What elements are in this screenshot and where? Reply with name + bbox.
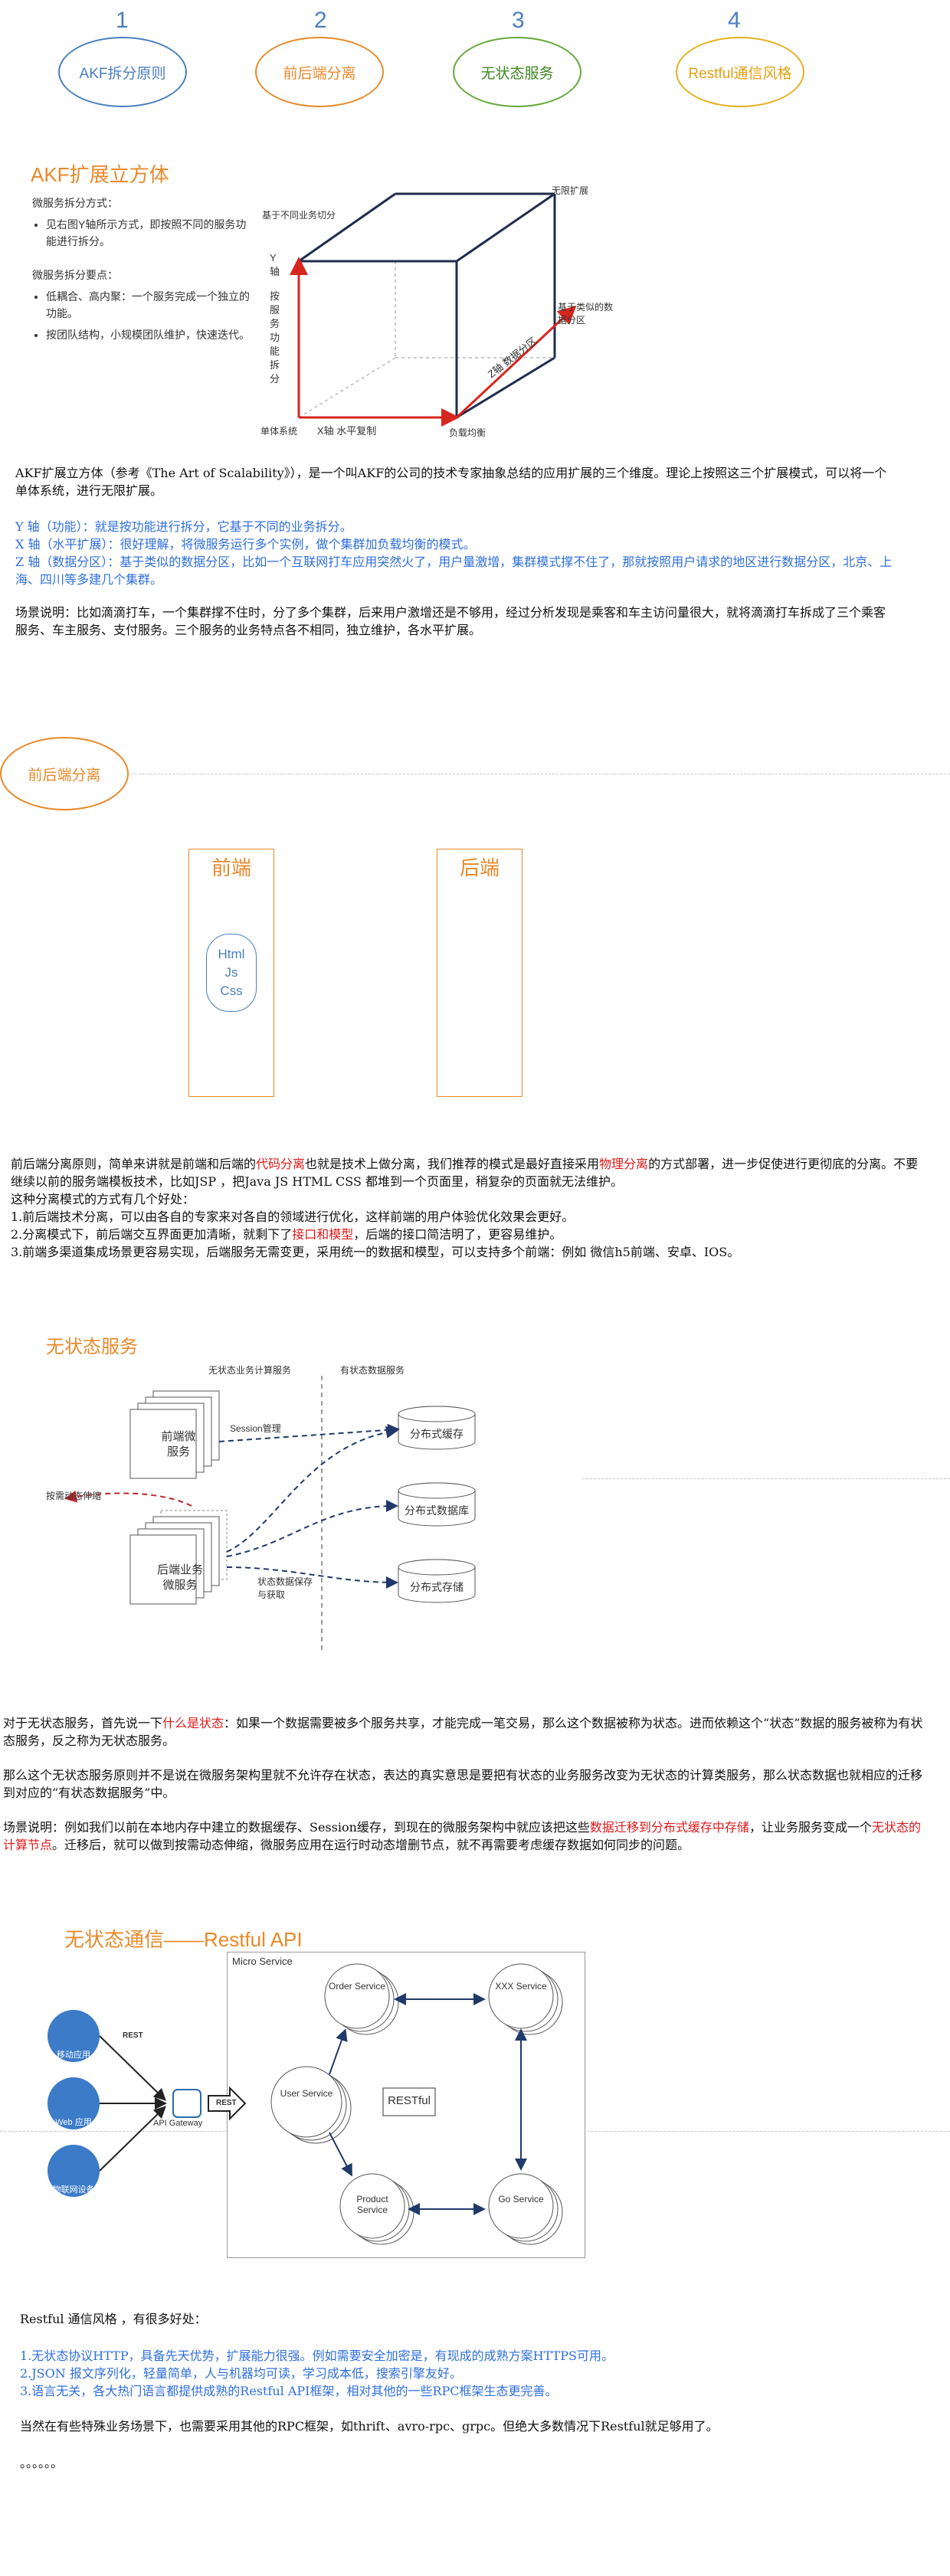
ellipsis: 。。。。。。 [20,2456,64,2470]
cube-origin-label: 单体系统 [260,426,298,437]
restful-title: 无状态通信——Restful API [64,1928,303,1951]
client-iot: 物联网设备 [52,2185,95,2195]
dist-cache-label: 分布式缓存 [410,1428,464,1440]
dist-storage-label: 分布式存储 [410,1581,464,1593]
stateless-col-right: 有状态数据服务 [340,1365,405,1376]
go-service-label: Go Service [498,2194,544,2204]
nav-num-2: 2 [314,8,327,33]
tech-js: Js [224,965,238,980]
frontend-tech-stack: Html Js Css [206,934,257,1012]
stateless-title: 无状态服务 [46,1337,138,1357]
akf-x-axis-text: X 轴（水平扩展）：很好理解，将微服务运行多个实例，做个集群加负载均衡的模式。 [15,537,476,552]
fe-paragraph-1: 前后端分离原则，简单来讲就是前端和后端的代码分离也就是技术上做分离，我们推荐的模… [11,1157,919,1189]
state-data-label: 状态数据保存与获取 [257,1576,313,1600]
akf-intro: AKF扩展立方体（参考《The Art of Scalability》），是一个… [15,466,887,498]
rest-label-1: REST [123,2031,143,2040]
cube-top-right-label: 无限扩展 [552,185,589,196]
cube-top-left-label: 基于不同业务切分 [262,210,336,221]
akf-z-axis-text: Z 轴（数据分区）：基于类似的数据分区，比如一个互联网打车应用突然火了，用户量激… [15,555,893,587]
frontend-title: 前端 [211,856,251,879]
session-mgmt-label: Session管理 [230,1423,281,1434]
akf-scene-text: 场景说明：比如滴滴打车，一个集群撑不住时，分了多个集群，后来用户激增还是不够用，… [15,605,886,637]
nav-item-restful[interactable]: Restful通信风格 [676,37,804,107]
api-gateway-label: API Gateway [153,2119,203,2128]
restful-benefit-1: 1.无状态协议HTTP，具备先天优势，扩展能力很强。例如需要安全加密是，有现成的… [20,2349,614,2363]
nav-item-akf[interactable]: AKF拆分原则 [58,37,187,107]
restful-benefit-2: 2.JSON 报文序列化，轻量简单，人与机器均可读，学习成本低，搜索引擎友好。 [20,2366,462,2381]
scale-label: 按需动态伸缩 [46,1491,102,1501]
stateless-col-left: 无状态业务计算服务 [208,1365,292,1376]
stateless-paragraph-2: 那么这个无状态服务原则并不是说在微服务架构里就不允许存在状态，表达的真实意思是要… [3,1768,923,1800]
split-points-label: 微服务拆分要点： [32,269,118,281]
split-point: 低耦合、高内聚：一个服务完成一个独立的功能。 [46,288,254,322]
backend-box: 后端 [437,849,522,1097]
restful-label: RESTful [388,2094,431,2107]
fe-benefit-3: 3.前端多渠道集成场景更容易实现，后端服务无需变更，采用统一的数据和模型，可以支… [11,1245,740,1259]
back-microservice-label: 后端业务微服务 [156,1563,203,1592]
micro-service-label: Micro Service [232,1956,293,1967]
stateless-paragraph-1: 对于无状态服务，首先说一下什么是状态：如果一个数据需要被多个服务共享，才能完成一… [3,1716,923,1748]
cube-right-label: 基于类似的数据分区 [558,302,614,326]
frontend-backend-oval: 前后端分离 [0,737,129,810]
nav-num-1: 1 [116,8,129,33]
tech-html: Html [218,947,245,961]
restful-diagram [48,1963,563,2245]
nav-num-3: 3 [512,8,525,33]
akf-title: AKF扩展立方体 [31,163,169,186]
dist-db-label: 分布式数据库 [405,1504,469,1517]
x-axis-end-label: 负载均衡 [449,427,486,438]
x-axis-label: X轴 水平复制 [317,425,377,437]
order-service-label: Order Service [328,1981,386,1992]
user-service-label: User Service [280,2088,333,2099]
fe-benefit-2: 2.分离模式下，前后端交互界面更加清晰，就剩下了接口和模型，后端的接口简洁明了，… [11,1227,562,1242]
stateless-paragraph-3: 场景说明：例如我们以前在本地内存中建立的数据缓存、Session缓存，到现在的微… [3,1820,921,1852]
product-service-label: Product Service [356,2194,388,2215]
nav-item-stateless[interactable]: 无状态服务 [453,37,581,107]
nav-item-frontend-backend[interactable]: 前后端分离 [255,37,384,107]
client-web: Web 应用 [55,2118,92,2127]
restful-intro: Restful 通信风格 ，有很多好处： [20,2312,207,2326]
client-mobile: 移动应用 [57,2051,90,2060]
xxx-service-label: XXX Service [495,1981,547,1992]
rest-label-2: REST [216,2099,237,2107]
akf-cube-diagram [290,192,577,427]
restful-outro: 当然在有些特殊业务场景下，也需要采用其他的RPC框架，如thrift、avro-… [20,2419,719,2434]
tech-css: Css [220,984,243,998]
fe-paragraph-2: 这种分离模式的方式有几个好处： [11,1192,195,1206]
frontend-box: 前端 Html Js Css [188,849,274,1097]
akf-y-axis-text: Y 轴（功能）：就是按功能进行拆分，它基于不同的业务拆分。 [15,519,352,534]
front-microservice-label: 前端微服务 [161,1430,196,1458]
nav-num-4: 4 [728,8,741,33]
y-axis-desc: 按服务功能拆分 [270,290,280,385]
split-point: 按团队结构，小规模团队维护，快速迭代。 [46,326,254,343]
micro-split-label: 微服务拆分方式： [32,197,118,209]
akf-left-panel: 微服务拆分方式： 见右图Y轴所示方式，即按照不同的服务功能进行拆分。 微服务拆分… [32,195,254,348]
micro-split-item: 见右图Y轴所示方式，即按照不同的服务功能进行拆分。 [46,216,254,250]
fe-benefit-1: 1.前后端技术分离，可以由各自的专家来对各自的领域进行优化，这样前端的用户体验优… [11,1209,575,1224]
backend-title: 后端 [459,856,500,879]
stateless-diagram [64,1376,476,1651]
restful-benefit-3: 3.语言无关，各大热门语言都提供成熟的Restful API框架，相对其他的一些… [20,2384,558,2398]
y-axis-label: Y轴 [270,252,280,277]
